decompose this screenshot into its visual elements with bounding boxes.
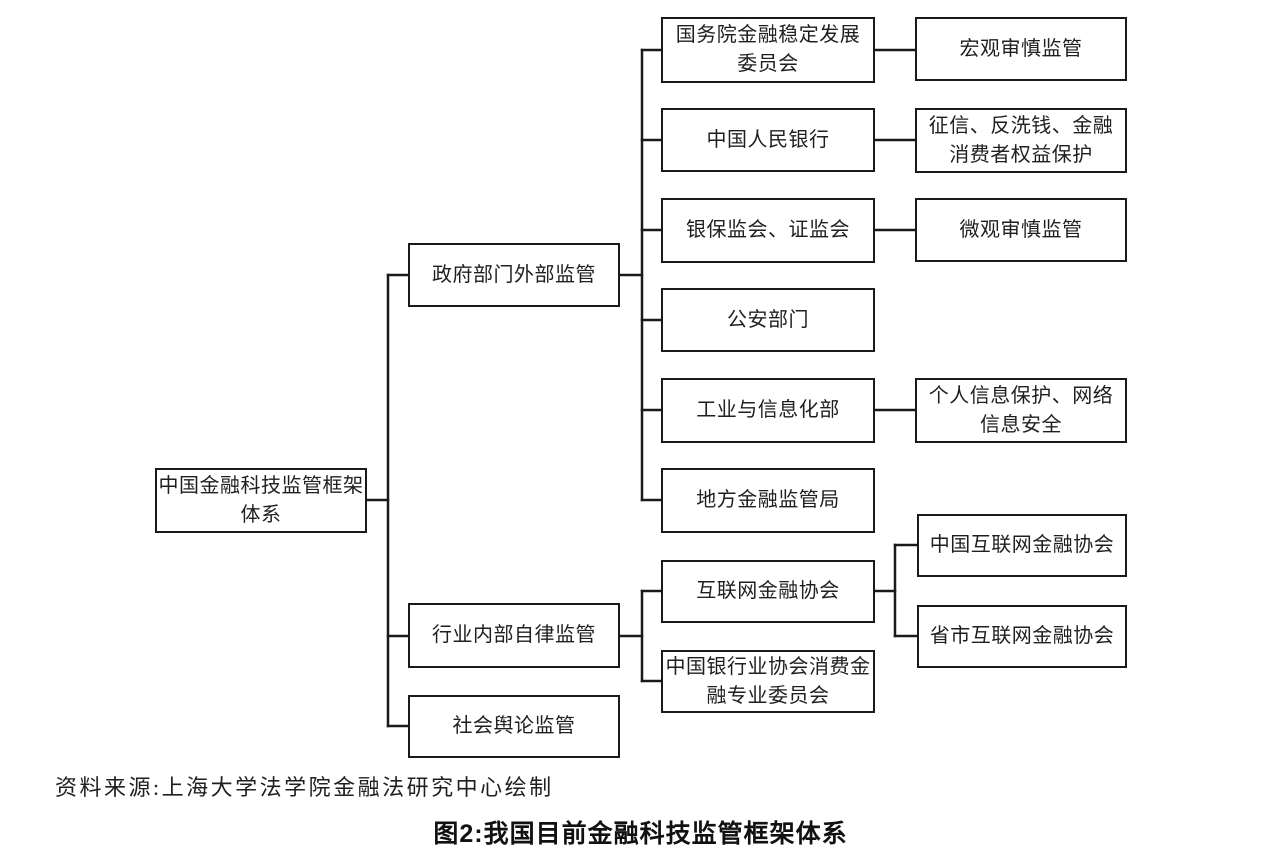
stubs-level1 [386,273,410,728]
node-cba-consumer-finance-committee: 中国银行业协会消费金 融专业委员会 [661,650,875,713]
node-label: 个人信息保护、网络 信息安全 [928,384,1114,436]
node-label: 工业与信息化部 [696,399,840,421]
node-label: 中国金融科技监管框架 体系 [158,474,364,526]
node-national-internet-finance-association: 中国互联网金融协会 [917,514,1127,577]
node-micro-prudential: 微观审慎监管 [915,198,1127,262]
connectors-agency-to-remit [873,48,917,412]
stubs-industry-children [640,589,663,683]
node-label: 银保监会、证监会 [686,219,850,241]
node-public-security: 公安部门 [661,288,875,352]
node-label: 省市互联网金融协会 [929,625,1115,647]
node-label: 中国互联网金融协会 [929,534,1115,556]
node-label: 中国人民银行 [706,128,830,151]
node-pboc: 中国人民银行 [661,108,875,172]
node-label: 政府部门外部监管 [432,263,596,286]
node-public-opinion-regulation: 社会舆论监管 [408,695,620,758]
stubs-gov-children [640,48,663,502]
node-label: 社会舆论监管 [452,715,576,737]
node-macro-prudential: 宏观审慎监管 [915,17,1127,81]
node-internet-finance-association: 互联网金融协会 [661,560,875,623]
node-label: 国务院金融稳定发展 委员会 [675,24,861,75]
node-gov-external-regulation: 政府部门外部监管 [408,243,620,307]
node-label: 宏观审慎监管 [959,37,1083,60]
figure-caption: 图2:我国目前金融科技监管框架体系 [433,820,848,848]
node-root-framework: 中国金融科技监管框架 体系 [155,468,367,533]
stubs-ifa-children [893,543,919,638]
node-label: 征信、反洗钱、金融 消费者权益保护 [928,114,1114,166]
node-personal-info-network-security: 个人信息保护、网络 信息安全 [915,378,1127,443]
node-industry-self-regulation: 行业内部自律监管 [408,603,620,668]
node-miit: 工业与信息化部 [661,378,875,443]
node-label: 中国银行业协会消费金 融专业委员会 [665,655,871,707]
node-label: 微观审慎监管 [959,218,1083,241]
node-fsdc: 国务院金融稳定发展 委员会 [661,17,875,83]
node-credit-aml-consumer-protection: 征信、反洗钱、金融 消费者权益保护 [915,108,1127,173]
node-provincial-internet-finance-association: 省市互联网金融协会 [917,605,1127,668]
node-cbirc-csrc: 银保监会、证监会 [661,198,875,263]
source-note: 资料来源:上海大学法学院金融法研究中心绘制 [55,775,554,800]
node-label: 互联网金融协会 [696,580,840,602]
node-local-financial-bureau: 地方金融监管局 [661,468,875,533]
node-label: 公安部门 [727,308,809,331]
node-label: 行业内部自律监管 [432,624,596,646]
node-label: 地方金融监管局 [696,489,840,511]
